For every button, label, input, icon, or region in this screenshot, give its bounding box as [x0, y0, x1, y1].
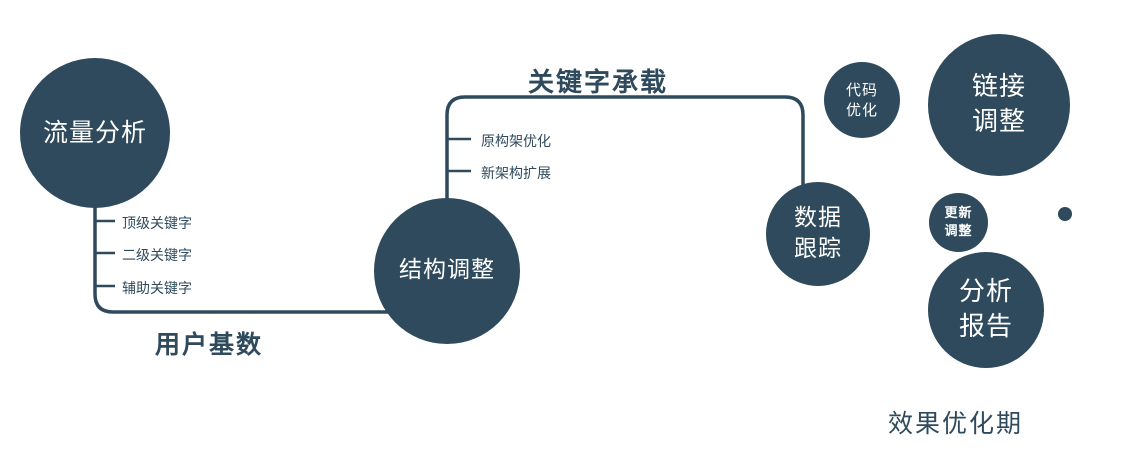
branch-label-arch-expansion: 新架构扩展 — [481, 166, 551, 182]
footer-caption: 效果优化期 — [888, 409, 1024, 438]
node-traffic-analysis-label: 流量分析 — [42, 118, 147, 148]
node-structure-adjustment: 结构调整 — [374, 198, 520, 344]
branch-label-top-keyword: 顶级关键字 — [122, 216, 192, 232]
edge-label-user-base: 用户基数 — [155, 330, 264, 359]
node-data-tracking-label: 数据 跟踪 — [794, 204, 842, 262]
edge-label-keyword-carrying: 关键字承载 — [528, 68, 669, 98]
node-code-optimization: 代码 优化 — [824, 62, 900, 138]
node-analysis-report-label: 分析 报告 — [958, 276, 1013, 342]
node-traffic-analysis: 流量分析 — [20, 58, 170, 208]
node-analysis-report: 分析 报告 — [928, 252, 1044, 368]
flow-path-user-base — [93, 150, 432, 314]
node-update-adjustment: 更新 调整 — [929, 193, 988, 252]
branch-label-arch-optimization: 原构架优化 — [481, 134, 551, 150]
node-data-tracking: 数据 跟踪 — [766, 182, 870, 286]
node-link-adjustment-label: 链接 调整 — [971, 71, 1026, 137]
flow-path-keyword-carrying — [445, 95, 805, 230]
node-link-adjustment: 链接 调整 — [928, 34, 1070, 176]
bullet-dot-marker — [1058, 207, 1072, 221]
branch-label-second-keyword: 二级关键字 — [122, 248, 192, 264]
node-structure-adjustment-label: 结构调整 — [399, 257, 495, 284]
node-code-optimization-label: 代码 优化 — [845, 80, 878, 119]
branch-label-aux-keyword: 辅助关键字 — [122, 281, 192, 297]
node-update-adjustment-label: 更新 调整 — [944, 205, 973, 239]
